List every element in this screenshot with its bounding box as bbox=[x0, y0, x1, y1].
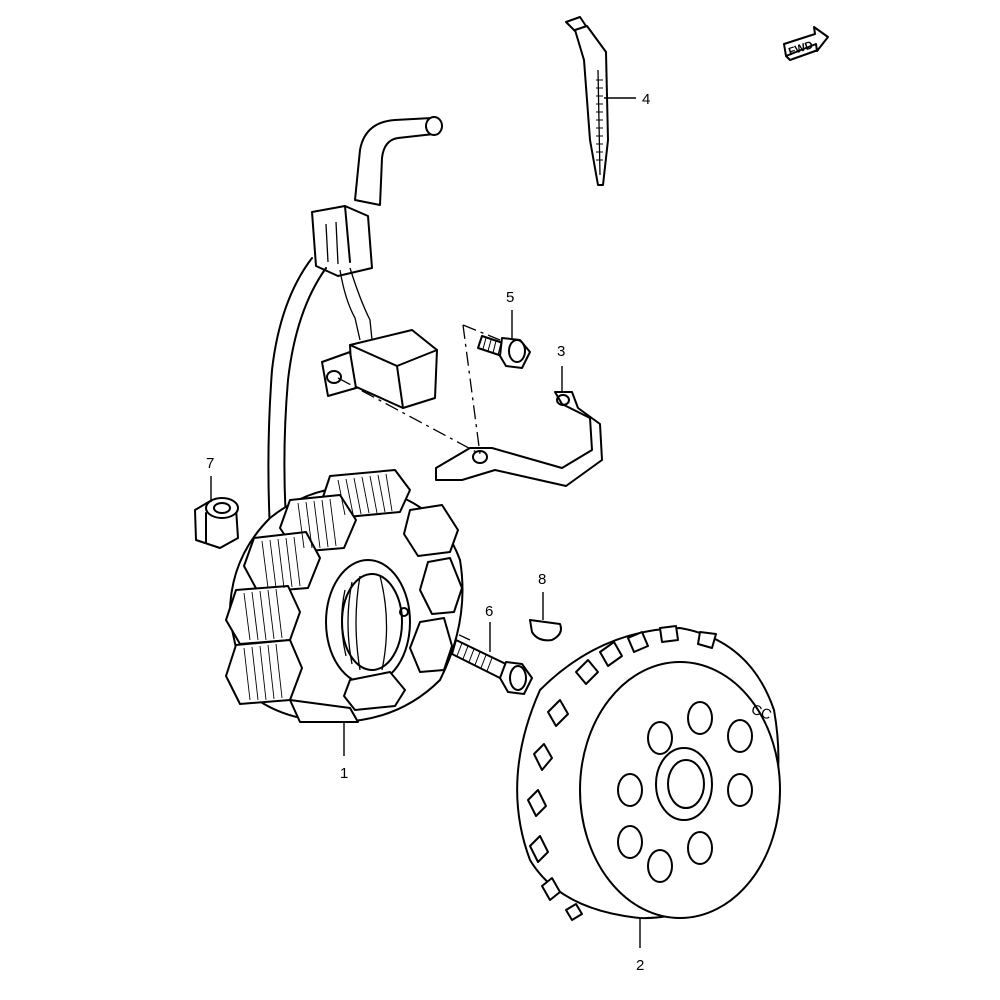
fwd-direction-badge: FWD bbox=[783, 26, 829, 61]
nut-part-7 bbox=[194, 497, 239, 549]
callout-3: 3 bbox=[557, 343, 565, 360]
flywheel-mark-text: CC bbox=[749, 701, 773, 723]
callout-7: 7 bbox=[206, 455, 214, 472]
stator-coils bbox=[225, 469, 463, 711]
wire-connector-box bbox=[349, 329, 438, 409]
flywheel-teeth bbox=[527, 625, 717, 921]
callout-8: 8 bbox=[538, 571, 546, 588]
flywheel-holes bbox=[617, 701, 753, 883]
key-part-8 bbox=[529, 619, 562, 642]
callout-2: 2 bbox=[636, 957, 644, 974]
flywheel-part-2: CC bbox=[516, 625, 781, 921]
cable-tie-part-4 bbox=[565, 16, 609, 186]
wire-harness bbox=[267, 116, 443, 531]
callout-leaders bbox=[210, 97, 641, 948]
callout-labels: 1 2 3 4 5 6 7 8 bbox=[206, 91, 650, 974]
callout-4: 4 bbox=[642, 91, 650, 108]
callout-5: 5 bbox=[506, 289, 514, 306]
bolt-part-6 bbox=[451, 639, 533, 695]
stator-part-1 bbox=[225, 469, 464, 723]
bolt-part-5 bbox=[477, 335, 531, 369]
callout-1: 1 bbox=[340, 765, 348, 782]
callout-6: 6 bbox=[485, 603, 493, 620]
